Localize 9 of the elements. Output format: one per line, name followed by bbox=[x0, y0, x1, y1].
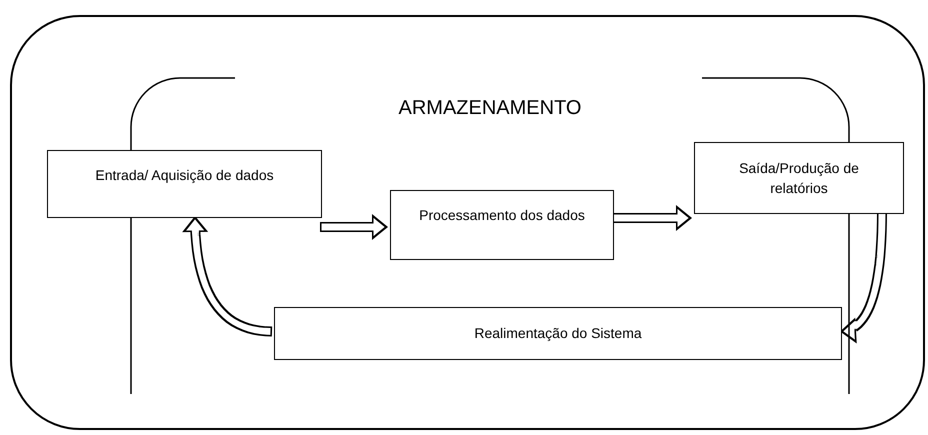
block-arrow bbox=[612, 205, 692, 231]
process-box: Saída/Produção de relatórios bbox=[694, 142, 904, 214]
process-box: Realimentação do Sistema bbox=[274, 307, 842, 360]
process-box: Entrada/ Aquisição de dados bbox=[47, 150, 322, 218]
storage-heading: ARMAZENAMENTO bbox=[398, 97, 582, 120]
outer-rounded-frame bbox=[10, 15, 925, 430]
block-arrow bbox=[320, 214, 388, 240]
block-arrow bbox=[182, 216, 272, 336]
process-box: Processamento dos dados bbox=[390, 190, 614, 260]
